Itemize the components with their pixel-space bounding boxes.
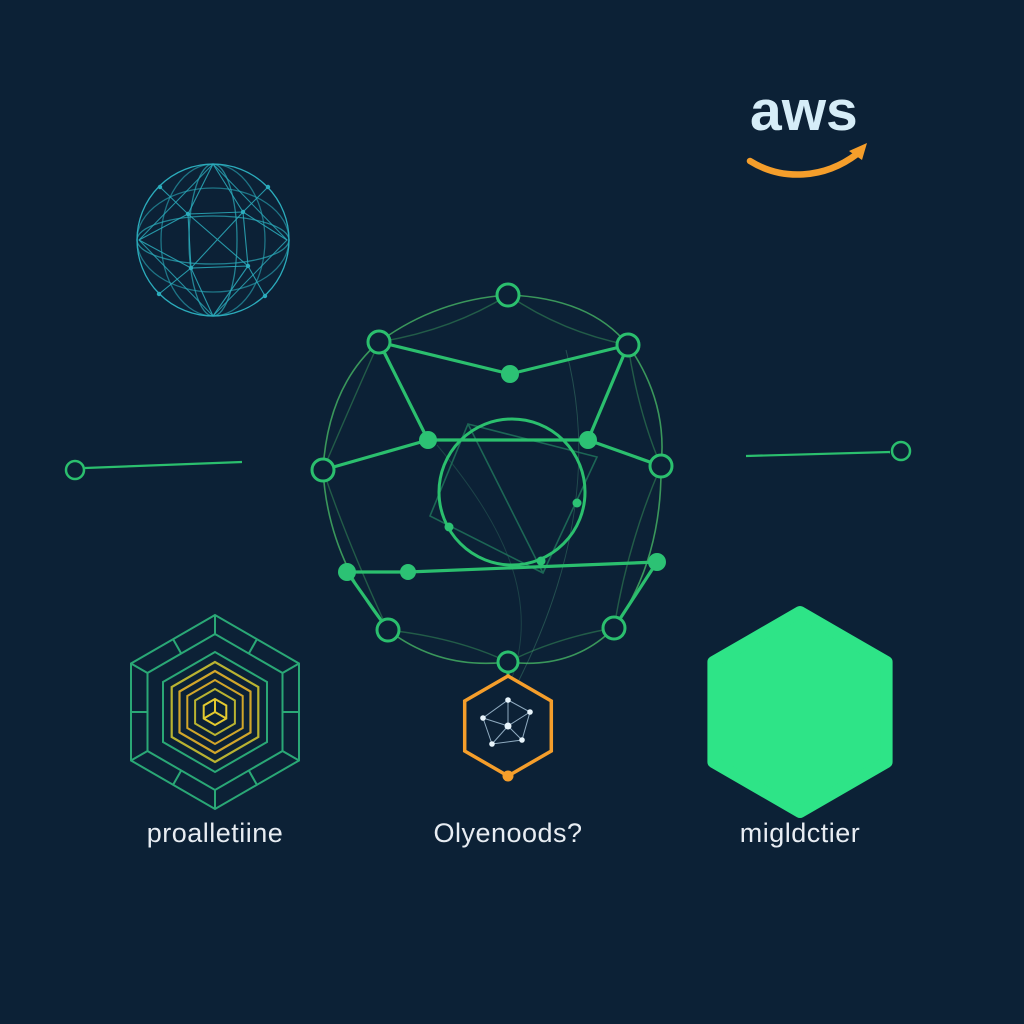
pendant-anchor-dot	[502, 770, 514, 782]
hex-network-pendant-icon	[462, 673, 554, 782]
caption-center: Olyenoods?	[433, 818, 583, 848]
pendant-nodes	[480, 697, 533, 747]
aws-logo-text: aws	[750, 79, 858, 143]
hex-mandala-icon	[130, 613, 300, 811]
cube-icon	[202, 697, 228, 727]
wireframe-sphere-icon	[136, 163, 290, 317]
network-graph	[310, 282, 674, 689]
caption-left: proalletiine	[146, 818, 284, 848]
solid-hexagon-icon	[707, 606, 893, 818]
caption-right: migldctier	[739, 818, 861, 848]
left-connector-icon	[64, 459, 243, 481]
outlined-nodes	[310, 282, 674, 674]
central-ring	[437, 417, 587, 567]
filled-nodes	[338, 365, 666, 581]
aws-logo-swoosh-icon	[746, 143, 867, 178]
right-connector-icon	[745, 440, 912, 462]
